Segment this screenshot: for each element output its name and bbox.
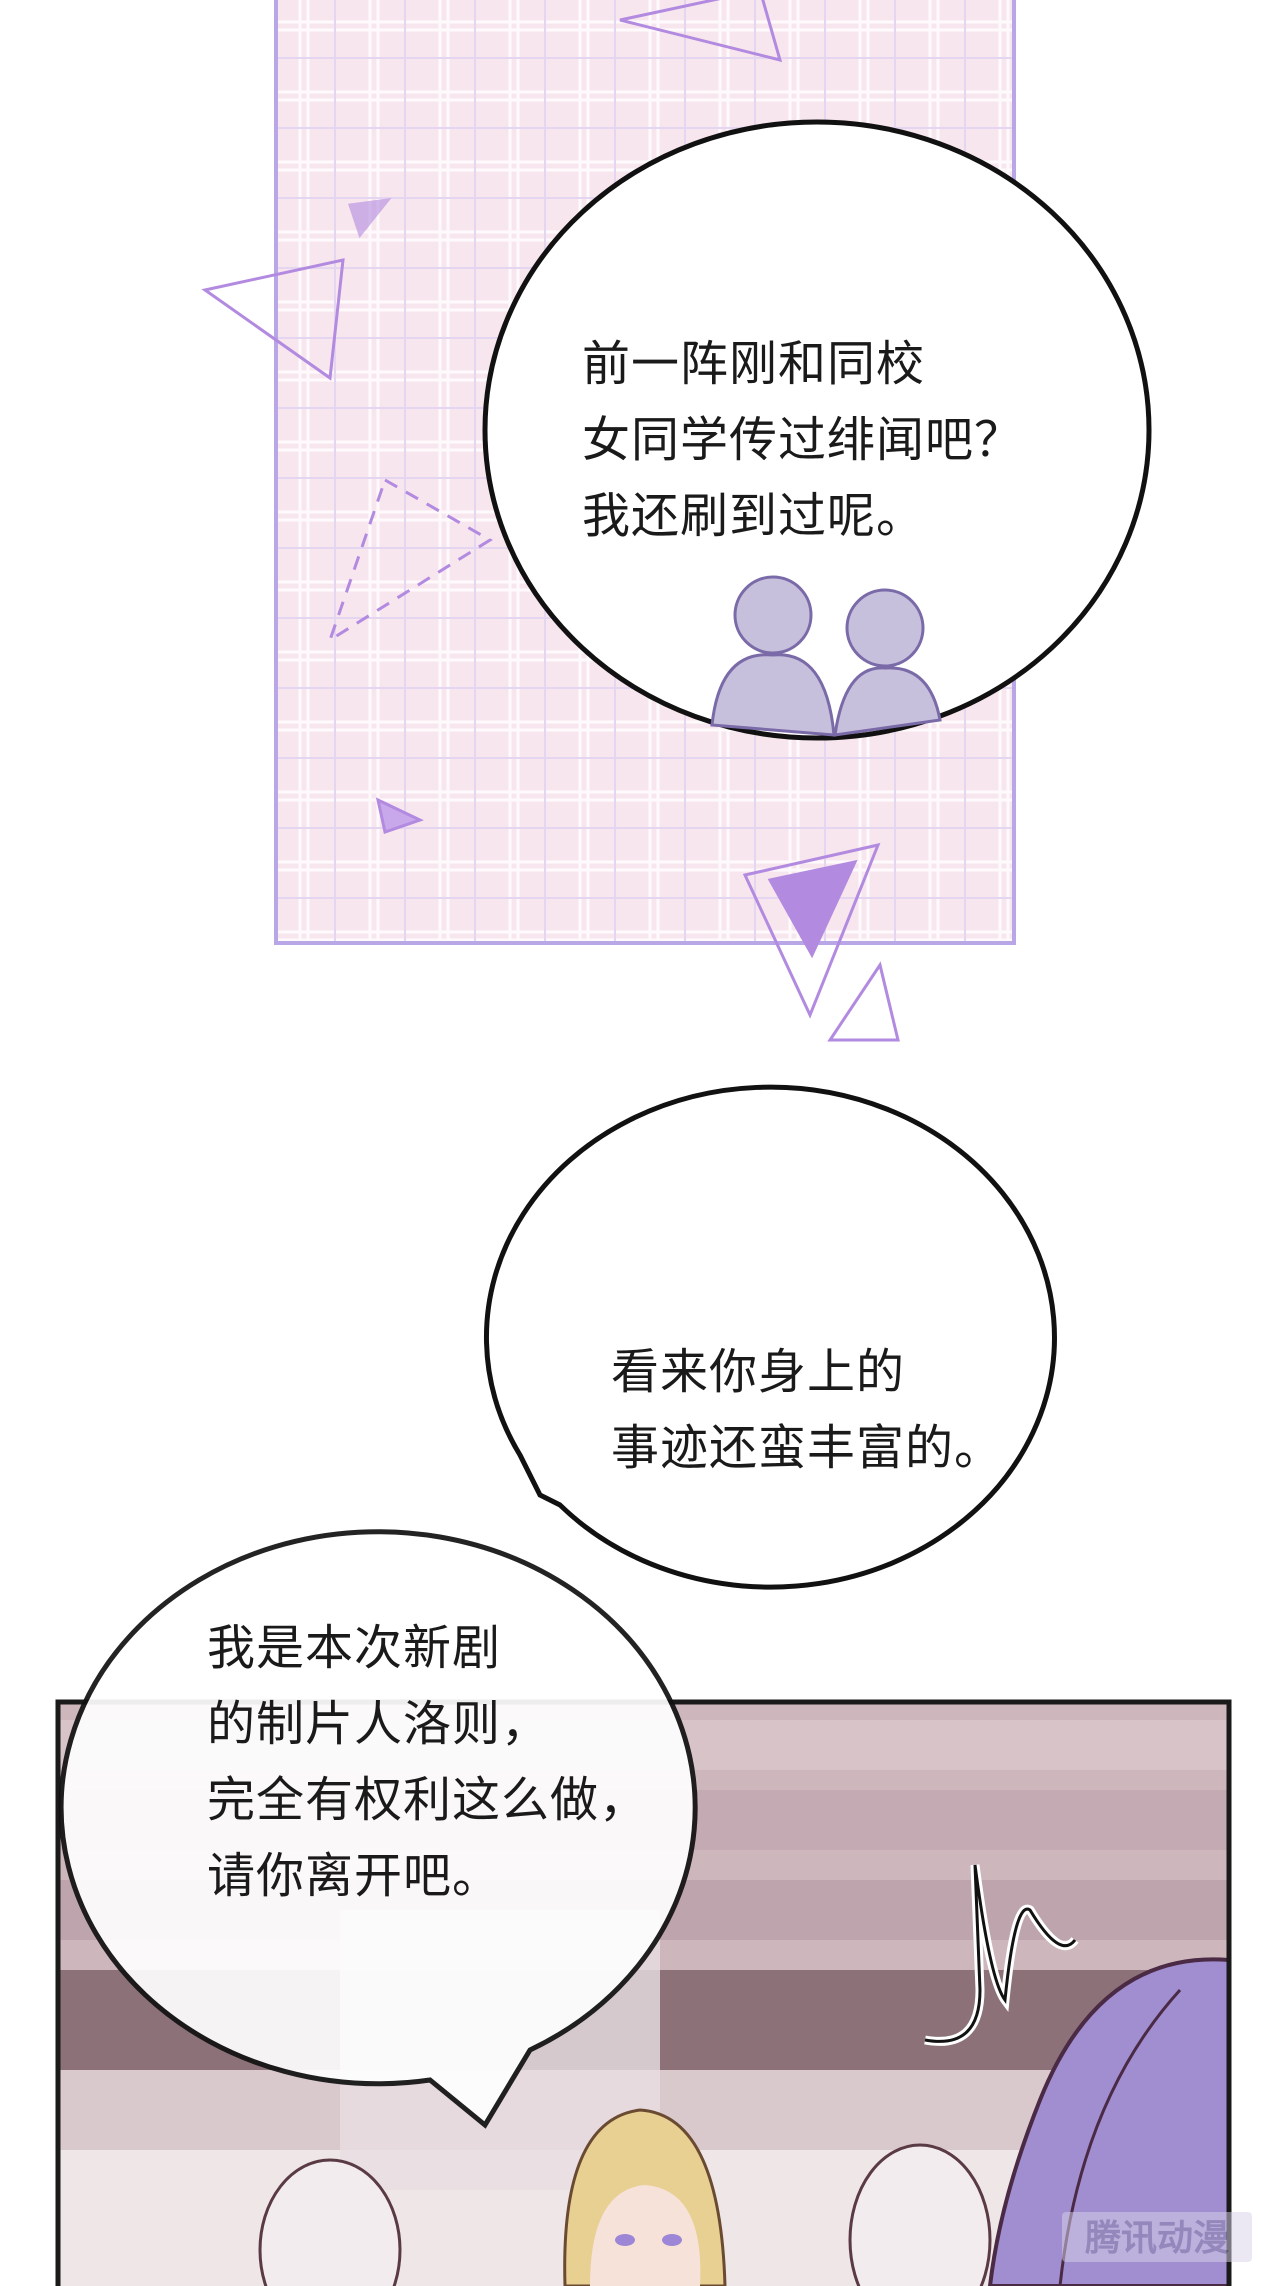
- bubble-line: 我是本次新剧: [207, 1620, 502, 1676]
- gossip-silhouettes: [710, 575, 942, 737]
- speech-bubble-1: [482, 119, 1152, 741]
- bubble-3-text: 我是本次新剧 的制片人洛则， 完全有权利这么做， 请你离开吧。: [207, 1610, 648, 1914]
- svg-text:腾讯动漫: 腾讯动漫: [1085, 2218, 1229, 2259]
- decorative-triangles: [201, 0, 900, 1042]
- bubble-1-text: 前一阵刚和同校 女同学传过绯闻吧？ 我还刷到过呢。: [582, 326, 1023, 554]
- bubble-line: 我还刷到过呢。: [582, 488, 926, 544]
- speech-bubble-3: [58, 1529, 698, 2129]
- bubble-line: 请你离开吧。: [207, 1848, 502, 1904]
- bubble-line: 看来你身上的: [611, 1344, 906, 1400]
- bubble-2-text: 看来你身上的 事迹还蛮丰富的。: [611, 1334, 1003, 1486]
- bubble-line: 前一阵刚和同校: [582, 336, 926, 392]
- watermark-logo: 腾讯动漫: [1062, 2212, 1252, 2262]
- bubble-line: 女同学传过绯闻吧？: [582, 412, 1024, 468]
- bubble-line: 的制片人洛则，: [207, 1696, 551, 1752]
- bubble-line: 事迹还蛮丰富的。: [611, 1420, 1004, 1476]
- bubble-line: 完全有权利这么做，: [207, 1772, 649, 1828]
- speech-bubble-2: [483, 1084, 1057, 1590]
